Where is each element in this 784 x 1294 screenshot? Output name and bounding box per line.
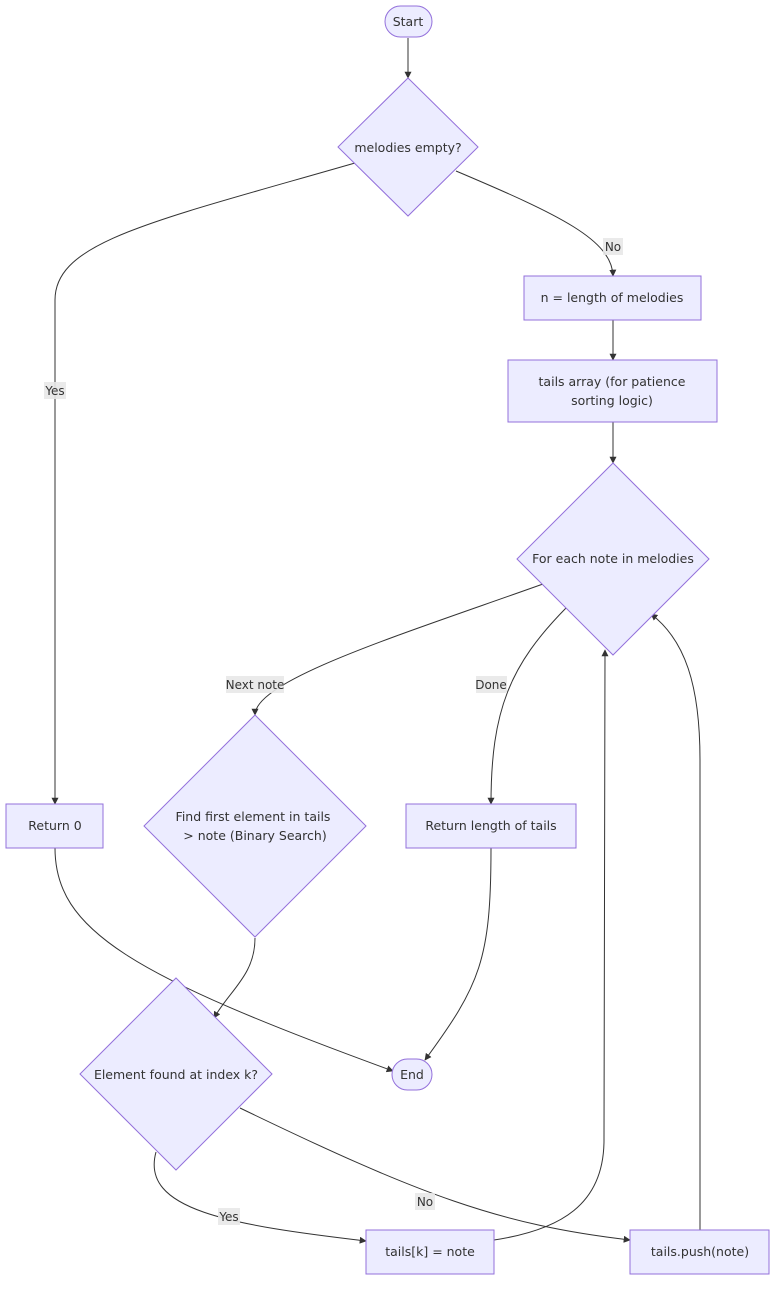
edge-tails-push-to-foreach	[650, 613, 701, 1230]
edge-find-to-element-found	[213, 937, 256, 1019]
svg-text:Next note: Next note	[226, 678, 285, 692]
node-tails-push: tails.push(note)	[629, 1229, 770, 1275]
svg-text:tails[k] = note: tails[k] = note	[385, 1244, 475, 1259]
svg-text:> note (Binary Search): > note (Binary Search)	[183, 828, 326, 843]
edge-element-found-no	[239, 1107, 631, 1243]
svg-text:Return 0: Return 0	[28, 818, 81, 833]
svg-text:melodies empty?: melodies empty?	[354, 140, 461, 155]
svg-text:Yes: Yes	[44, 384, 64, 398]
svg-text:End: End	[400, 1067, 424, 1082]
edge-label-yes-1: Yes	[44, 382, 66, 399]
node-element-found: Element found at index k?	[79, 977, 273, 1171]
node-return-length: Return length of tails	[405, 803, 577, 849]
svg-text:Find first element in tails: Find first element in tails	[176, 809, 331, 824]
edge-foreach-next-note	[251, 583, 544, 716]
svg-text:No: No	[605, 240, 621, 254]
svg-text:No: No	[417, 1195, 433, 1209]
edge-melodies-empty-no	[455, 170, 617, 277]
node-return-0: Return 0	[5, 803, 104, 849]
edge-return0-to-end	[54, 847, 394, 1073]
edge-foreach-done	[487, 607, 567, 805]
edge-label-yes-2: Yes	[218, 1208, 240, 1225]
edge-label-done: Done	[475, 676, 507, 693]
node-for-each-note: For each note in melodies	[516, 462, 710, 656]
edge-label-no-2: No	[415, 1193, 435, 1210]
svg-text:Return length of tails: Return length of tails	[425, 818, 556, 833]
node-start: Start	[384, 5, 433, 38]
edge-labels: No Yes Next note Done No Yes	[44, 238, 623, 1225]
node-end: End	[391, 1058, 433, 1091]
node-n-length: n = length of melodies	[523, 275, 702, 321]
svg-text:For each note in melodies: For each note in melodies	[532, 551, 694, 566]
edge-label-no-1: No	[603, 238, 623, 255]
svg-text:Done: Done	[475, 678, 507, 692]
svg-text:sorting logic): sorting logic)	[571, 393, 653, 408]
node-melodies-empty: melodies empty?	[337, 77, 479, 217]
edge-melodies-empty-yes	[51, 162, 356, 805]
svg-text:tails.push(note): tails.push(note)	[651, 1244, 749, 1259]
svg-text:Yes: Yes	[218, 1210, 238, 1224]
svg-text:tails array (for patience: tails array (for patience	[539, 374, 686, 389]
node-find-first-element: Find first element in tails > note (Bina…	[143, 714, 367, 938]
edge-tails-k-to-foreach	[493, 649, 609, 1241]
svg-text:n = length of melodies: n = length of melodies	[541, 290, 684, 305]
edge-label-next-note: Next note	[226, 676, 285, 693]
node-tails-k: tails[k] = note	[365, 1229, 495, 1275]
svg-text:Element found at index k?: Element found at index k?	[94, 1067, 258, 1082]
node-tails-array: tails array (for patience sorting logic)	[507, 359, 718, 423]
edge-element-found-yes	[153, 1151, 367, 1244]
nodes: Start melodies empty? n = length of melo…	[5, 5, 770, 1275]
svg-text:Start: Start	[393, 14, 424, 29]
edge-return-length-to-end	[424, 847, 492, 1061]
edges	[51, 38, 701, 1244]
